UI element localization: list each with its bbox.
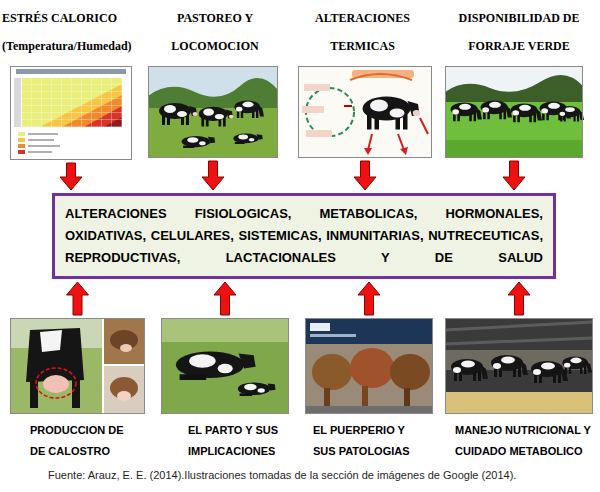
photo-node: PRODUCCION DE DE CALOSTRO (8, 316, 150, 466)
block-arrow (508, 282, 530, 315)
effects-text: ALTERACIONES FISIOLOGICAS, METABOLICAS, … (65, 203, 543, 269)
photo-frame (305, 318, 433, 414)
block-arrow (503, 161, 525, 190)
photo-frame (10, 66, 132, 160)
photo-heading: ESTRÉS CALORICO (Temperatura/Humedad) (2, 4, 152, 60)
effects-box: ALTERACIONES FISIOLOGICAS, METABOLICAS, … (52, 193, 556, 279)
photo-node: ESTRÉS CALORICO (Temperatura/Humedad) (2, 4, 152, 162)
photo-node: ALTERACIONES TERMICAS (290, 4, 435, 160)
photo-node: EL PARTO Y SUS IMPLICACIONES (158, 316, 292, 466)
photo-frame (148, 66, 278, 158)
photo-node: DISPONIBILIDAD DE FORRAJE VERDE (440, 4, 598, 160)
photo-label: MANEJO NUTRICIONAL Y CUIDADO METABOLICO (455, 420, 595, 462)
photo-label: EL PARTO Y SUS IMPLICACIONES (188, 420, 288, 462)
source-caption: Fuente: Arauz, E. E. (2014).Ilustracione… (48, 469, 516, 481)
photo-heading: PASTOREO Y LOCOMOCION (145, 4, 285, 60)
photo-node: MANEJO NUTRICIONAL Y CUIDADO METABOLICO (440, 316, 595, 466)
photo-label: EL PUERPERIO Y SUS PATOLOGIAS (313, 420, 438, 462)
photo-frame (445, 318, 593, 414)
photo-node: PASTOREO Y LOCOMOCION (145, 4, 285, 160)
block-arrow (354, 161, 376, 190)
photo-label: PRODUCCION DE DE CALOSTRO (30, 420, 130, 462)
photo-frame (161, 318, 289, 414)
photo-heading: ALTERACIONES TERMICAS (290, 4, 435, 60)
photo-frame (298, 66, 432, 158)
photo-node: EL PUERPERIO Y SUS PATOLOGIAS (300, 316, 438, 466)
photo-frame (10, 318, 145, 414)
block-arrow (60, 163, 82, 190)
block-arrow (358, 282, 380, 315)
photo-frame (445, 66, 583, 158)
photo-heading: DISPONIBILIDAD DE FORRAJE VERDE (440, 4, 598, 60)
block-arrow (202, 161, 224, 190)
block-arrow (67, 282, 89, 315)
block-arrow (214, 282, 236, 315)
